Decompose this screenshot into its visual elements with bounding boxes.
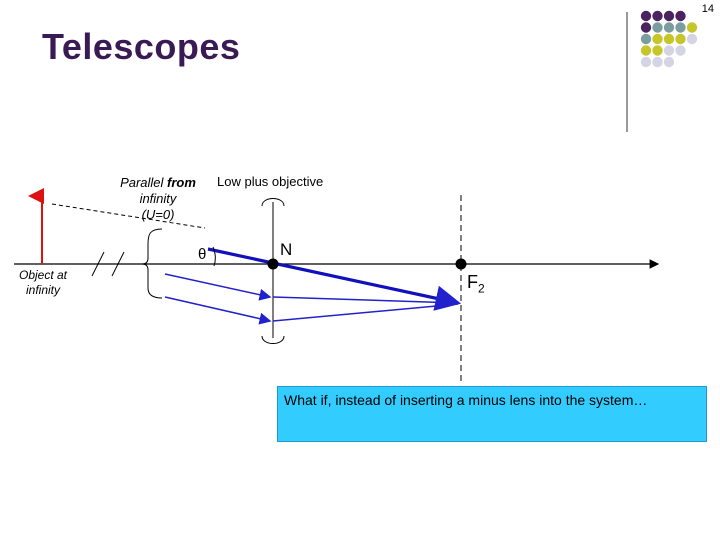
decor-dot	[675, 22, 686, 33]
lens-label: Low plus objective	[217, 174, 324, 189]
oblique-dashed-ray	[51, 203, 206, 229]
decor-dot	[686, 22, 698, 33]
decor-dot	[652, 45, 663, 56]
parallel-word: Parallel	[120, 175, 164, 190]
incoming-ray	[164, 296, 272, 325]
decor-dot	[652, 56, 663, 68]
decor-dot	[663, 22, 675, 33]
question-callout: What if, instead of inserting a minus le…	[277, 386, 707, 442]
decor-dot	[640, 45, 652, 56]
parallel-rays-brace	[141, 228, 163, 299]
focal-point-label: F2	[467, 272, 485, 296]
vergence-label: (U=0)	[141, 207, 175, 222]
object-label-line1: Object at	[18, 268, 68, 282]
decor-dot	[663, 10, 675, 22]
focal-point-subscript: 2	[478, 281, 485, 296]
page-number: 14	[701, 3, 714, 15]
nodal-point-label: N	[280, 240, 293, 259]
decor-dot	[652, 22, 663, 33]
decor-dot	[640, 22, 652, 33]
object-label-line2: infinity	[25, 283, 60, 297]
nodal-point-dot	[267, 258, 279, 270]
theta-label: θ	[198, 246, 207, 263]
refracted-ray	[272, 303, 459, 322]
decor-dot	[663, 33, 675, 45]
theta-angle-arc	[212, 246, 216, 267]
decor-dot	[663, 56, 675, 68]
chief-ray	[207, 247, 462, 311]
decor-dot	[652, 10, 663, 22]
decor-dot	[686, 33, 698, 45]
decor-dot	[640, 10, 652, 22]
slide-title: Telescopes	[42, 26, 241, 67]
decor-dot	[675, 33, 686, 45]
incoming-ray	[164, 273, 272, 301]
focal-point-letter: F	[467, 272, 478, 292]
lens-cap-top	[261, 198, 285, 207]
focal-point-dot	[455, 258, 467, 270]
decor-dot	[652, 33, 663, 45]
decor-dot	[640, 56, 652, 68]
object-at-infinity-label: Object at infinity	[18, 268, 68, 298]
decor-dot	[675, 10, 686, 22]
infinity-word: infinity	[139, 191, 177, 206]
decor-dot	[663, 45, 675, 56]
decor-dot	[640, 33, 652, 45]
axis-break-mark	[91, 251, 105, 277]
decorative-dot-grid	[640, 10, 698, 68]
refracted-ray	[272, 296, 459, 304]
from-word: from	[167, 175, 196, 190]
lens-cap-bottom	[261, 335, 285, 344]
parallel-from-infinity-label: Parallel from infinity (U=0)	[108, 175, 208, 223]
decor-dot	[675, 45, 686, 56]
axis-break-mark	[111, 251, 125, 277]
